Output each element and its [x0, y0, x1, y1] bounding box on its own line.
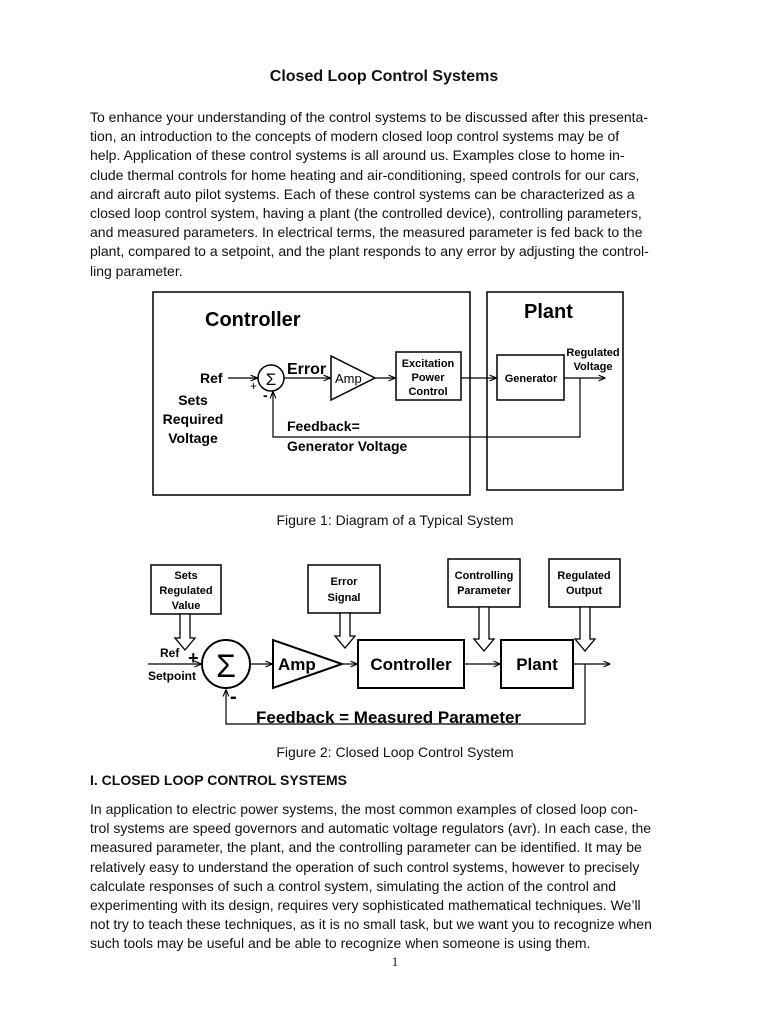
- down-arrow: [472, 606, 496, 653]
- figure-1-caption: Figure 1: Diagram of a Typical System: [276, 512, 514, 528]
- plant-label: Plant: [516, 655, 558, 674]
- intro-paragraph: To enhance your understanding of the con…: [90, 108, 702, 281]
- amp-label: Amp: [278, 655, 316, 674]
- sets-regulated-line: Regulated: [159, 585, 212, 597]
- controller-label: Controller: [205, 309, 301, 331]
- text-line: measured parameter, the plant, and the c…: [90, 839, 642, 856]
- regulated-voltage-line: Regulated: [566, 347, 619, 359]
- text-line: ling parameter.: [90, 262, 183, 279]
- sets-line: Sets: [178, 392, 208, 408]
- controlling-parameter-box: [447, 558, 521, 608]
- down-arrow: [173, 613, 197, 652]
- regulated-output-line: Output: [566, 585, 602, 597]
- sets-line: Required: [163, 411, 224, 427]
- feedback-path: [226, 664, 586, 725]
- text-line: relatively easy to understand the operat…: [90, 858, 640, 875]
- amp-triangle: [330, 354, 377, 402]
- regulated-voltage-line: Voltage: [574, 361, 613, 373]
- controlling-parameter-line: Controlling: [455, 570, 514, 582]
- text-line: and measured parameters. In electrical t…: [90, 224, 643, 241]
- controller-box: [152, 291, 471, 496]
- text-line: clude thermal controls for home heating …: [90, 166, 640, 183]
- error-signal-box: [307, 564, 381, 614]
- text-line: not try to teach these techniques, as it…: [90, 916, 652, 933]
- text-line: such tools may be useful and be able to …: [90, 935, 591, 952]
- plant-box: [486, 291, 624, 491]
- error-label: Error: [287, 361, 326, 378]
- text-line: To enhance your understanding of the con…: [90, 109, 648, 125]
- body-paragraph: In application to electric power systems…: [90, 800, 702, 954]
- text-line: In application to electric power systems…: [90, 801, 638, 817]
- minus-sign: -: [263, 387, 268, 403]
- sets-regulated-line: Sets: [174, 570, 197, 582]
- sets-regulated-line: Value: [172, 600, 201, 612]
- text-line: closed loop control system, having a pla…: [90, 205, 642, 222]
- error-signal-line: Error: [331, 576, 359, 588]
- error-signal-line: Signal: [327, 592, 360, 604]
- generator-label: Generator: [505, 373, 558, 385]
- controlling-parameter-line: Parameter: [457, 585, 512, 597]
- setpoint-label: Setpoint: [148, 669, 196, 683]
- section-heading: I. CLOSED LOOP CONTROL SYSTEMS: [90, 772, 347, 788]
- sigma-symbol: Σ: [216, 648, 236, 684]
- text-line: help. Application of these control syste…: [90, 147, 625, 164]
- plus-sign: +: [250, 379, 257, 393]
- sigma-symbol: Σ: [266, 370, 277, 389]
- text-line: and aircraft auto pilot systems. Each of…: [90, 185, 635, 202]
- text-line: calculate responses of such a control sy…: [90, 877, 617, 894]
- regulated-output-line: Regulated: [557, 570, 610, 582]
- ref-label: Ref: [200, 370, 223, 386]
- controller-label: Controller: [370, 655, 452, 674]
- plant-label: Plant: [524, 301, 573, 323]
- down-arrow: [333, 612, 357, 650]
- excitation-line: Power: [411, 372, 445, 384]
- down-arrow: [573, 606, 597, 653]
- minus-sign: -: [230, 686, 237, 708]
- amp-triangle: [272, 638, 346, 690]
- feedback-line: Feedback=: [287, 418, 360, 434]
- page-title: Closed Loop Control Systems: [269, 68, 499, 85]
- sets-line: Voltage: [168, 430, 218, 446]
- feedback-path: [273, 378, 581, 438]
- feedback-label: Feedback = Measured Parameter: [256, 708, 521, 727]
- plus-sign: +: [188, 648, 199, 668]
- ref-label: Ref: [160, 646, 180, 660]
- text-line: trol systems are speed governors and aut…: [90, 820, 652, 837]
- regulated-output-box: [548, 558, 621, 608]
- excitation-box: [395, 351, 462, 401]
- feedback-line: Generator Voltage: [287, 438, 408, 454]
- text-line: tion, an introduction to the concepts of…: [90, 128, 620, 145]
- page-number: 1: [391, 954, 399, 969]
- amp-label: Amp: [335, 371, 362, 386]
- excitation-line: Excitation: [402, 358, 455, 370]
- text-line: experimenting with its design, requires …: [90, 897, 641, 914]
- text-line: plant, compared to a setpoint, and the p…: [90, 243, 649, 260]
- figure-2-caption: Figure 2: Closed Loop Control System: [276, 744, 514, 760]
- excitation-line: Control: [408, 386, 447, 398]
